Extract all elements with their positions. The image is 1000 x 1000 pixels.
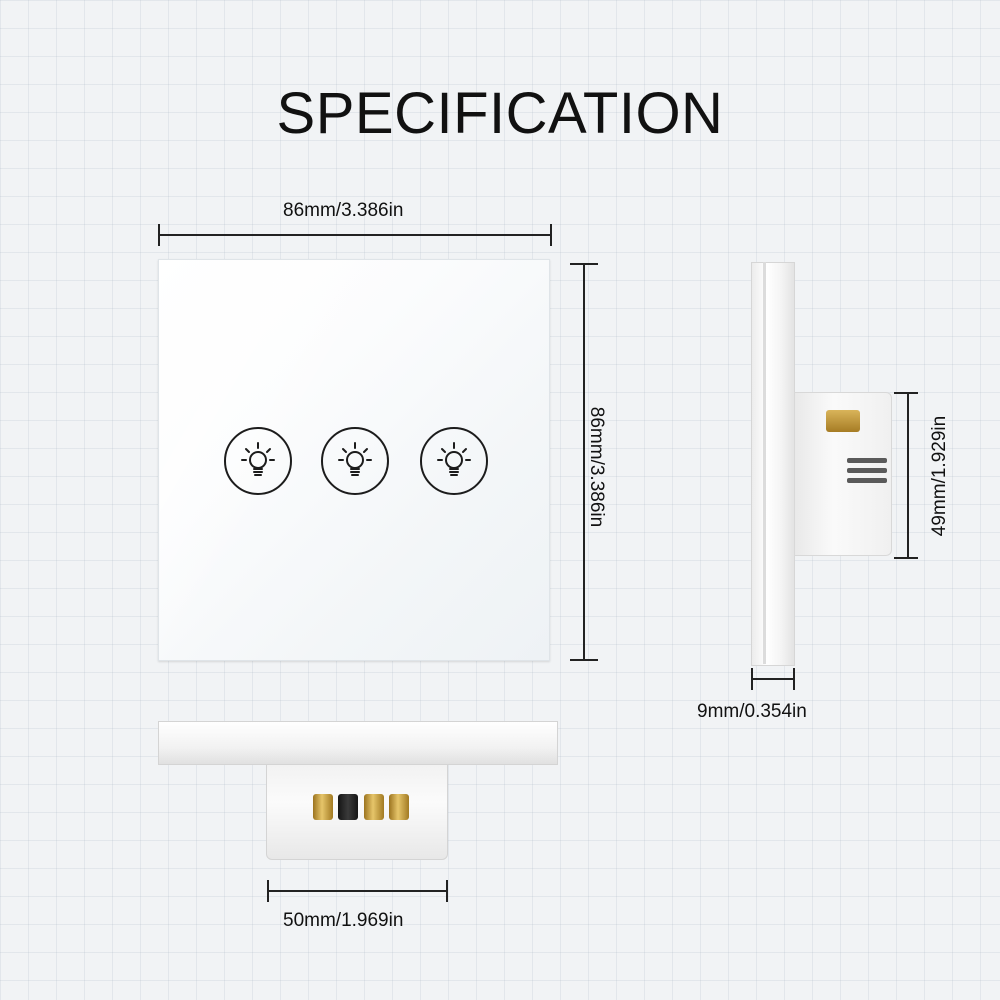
front-height-line [583,263,585,661]
touch-button-2[interactable] [321,427,389,495]
side-view-pin [847,458,887,463]
side-depth-label: 49mm/1.929in [929,415,950,537]
side-view-groove [763,262,766,664]
side-view-plate [751,262,795,666]
bottom-width-label: 50mm/1.969in [283,910,404,931]
terminal-block [338,794,358,820]
side-thickness-line [751,678,795,680]
side-thickness-label: 9mm/0.354in [697,701,807,722]
side-depth-line [907,392,909,559]
bulb-icon [437,442,471,476]
front-width-tick-left [158,224,160,246]
front-width-label: 86mm/3.386in [283,200,404,221]
bottom-view-plate [158,721,558,765]
page-title: SPECIFICATION [276,81,724,146]
bulb-icon [241,442,275,476]
front-height-label: 86mm/3.386in [586,406,607,528]
front-width-line [158,234,552,236]
terminal-screw [313,794,333,820]
terminal-screw [389,794,409,820]
touch-button-1[interactable] [224,427,292,495]
bulb-icon [338,442,372,476]
side-depth-tick-bottom [894,557,918,559]
front-width-tick-right [550,224,552,246]
touch-button-3[interactable] [420,427,488,495]
terminal-screw [364,794,384,820]
side-view-terminal [826,410,860,432]
bottom-width-line [267,890,448,892]
side-view-pin [847,478,887,483]
side-depth-tick-top [894,392,918,394]
side-view-pin [847,468,887,473]
